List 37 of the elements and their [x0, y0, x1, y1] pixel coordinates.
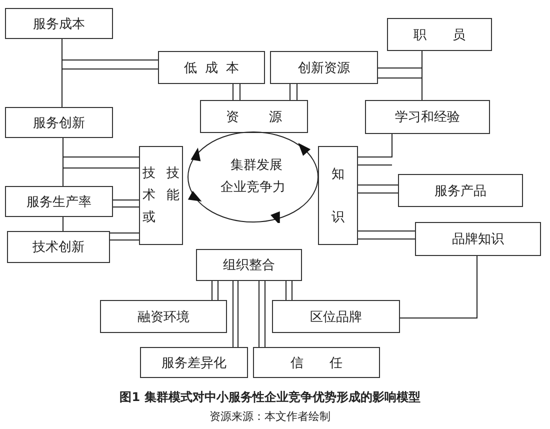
connector-line [290, 84, 298, 100]
concept-box: 融资环境 [100, 300, 227, 333]
connector-line [358, 184, 398, 194]
vertical-box: 技术或技能 [139, 146, 183, 245]
concept-box: 创新资源 [270, 51, 378, 84]
concept-box: 信任 [253, 347, 380, 378]
connector-line [110, 232, 140, 240]
connector-line [62, 138, 140, 168]
connector-line [258, 280, 266, 348]
concept-box: 服务差异化 [140, 347, 248, 378]
concept-box: 学习和经验 [365, 100, 490, 134]
connector-line [62, 216, 64, 232]
connector-line [400, 256, 478, 318]
connector-line [378, 50, 422, 78]
connector-line [212, 280, 218, 300]
figure-caption: 图1 集群模式对中小服务性企业竞争优势形成的影响模型 [118, 389, 422, 406]
connector-line [286, 280, 292, 300]
circle-label: 集群发展企业竞争力 [220, 157, 286, 197]
connector-line [358, 134, 392, 166]
concept-box: 服务成本 [5, 8, 113, 39]
connector-line [232, 280, 238, 348]
vertical-box: 知识 [318, 146, 358, 245]
connector-line [62, 38, 158, 70]
concept-box: 服务创新 [5, 107, 113, 138]
concept-box: 区位品牌 [272, 300, 400, 333]
concept-box: 资源 [200, 100, 308, 133]
concept-box: 服务生产率 [5, 186, 113, 217]
concept-box: 组织整合 [196, 249, 302, 281]
concept-box: 技术创新 [7, 231, 110, 263]
connector-line [232, 84, 240, 100]
concept-box: 品牌知识 [415, 222, 541, 256]
concept-box: 职员 [387, 18, 492, 51]
connector-line [112, 200, 140, 208]
connector-line [358, 230, 416, 240]
concept-box: 服务产品 [398, 174, 523, 207]
source-note: 资源来源：本文作者绘制 [208, 409, 332, 424]
concept-box: 低成本 [158, 51, 265, 84]
